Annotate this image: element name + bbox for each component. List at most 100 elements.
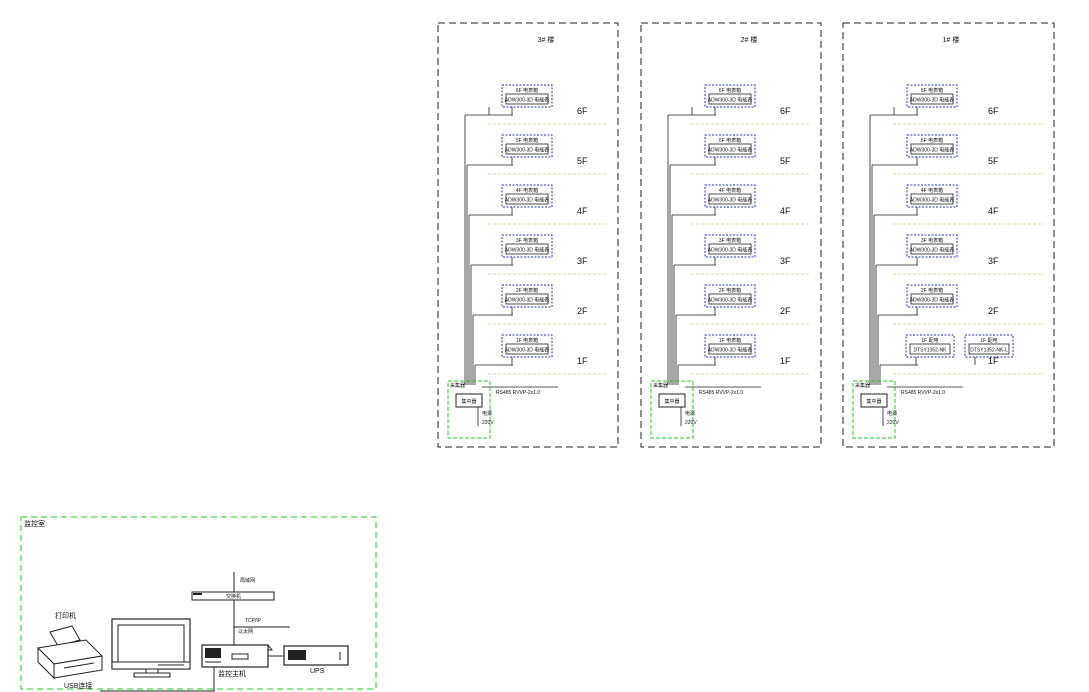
meter-head-label: 6F 电表箱 — [921, 87, 943, 94]
meter-head-label: 4F 电表箱 — [719, 187, 741, 194]
collector-tag: 采集器 — [855, 382, 870, 389]
meter-box — [501, 284, 553, 308]
meter-body — [910, 243, 954, 255]
collector-box — [860, 393, 888, 408]
meter-head-label: 6F 电表箱 — [719, 87, 741, 94]
collector-label: 集中器 — [664, 398, 679, 405]
control-room-title: 监控室 — [24, 519, 45, 528]
collector-box — [658, 393, 686, 408]
floor-label: 6F — [988, 106, 999, 116]
switch-icon — [191, 591, 275, 601]
meter-box — [704, 284, 756, 308]
collector-frame — [650, 380, 694, 439]
building-frame — [640, 22, 822, 448]
power-label: 电源 — [685, 410, 695, 417]
collector-tag: 采集器 — [450, 382, 465, 389]
meter-head-label: 1F 配电 — [980, 337, 997, 344]
meter-head-label: 2F 电表箱 — [719, 287, 741, 294]
ethernet-label: 以太网 — [238, 628, 253, 635]
meter-body — [708, 193, 752, 205]
meter-model-label: ADW300-3D 电能表 — [910, 247, 954, 254]
power-label: 电源 — [482, 410, 492, 417]
meter-body — [505, 193, 549, 205]
meter-box — [501, 234, 553, 258]
meter-model-label: ADW300-3D 电能表 — [708, 347, 752, 354]
power-voltage-label: 220V — [482, 420, 494, 426]
floor-label: 2F — [780, 306, 791, 316]
meter-head-label: 3F 电表箱 — [921, 237, 943, 244]
printer-label: 打印机 — [55, 611, 76, 620]
bus-label: RS485 RVVP-2x1.0 — [496, 390, 540, 396]
meter-box — [906, 184, 958, 208]
floor-label: 6F — [577, 106, 588, 116]
collector-tag: 采集器 — [653, 382, 668, 389]
meter-body — [910, 293, 954, 305]
meter-body — [708, 243, 752, 255]
meter-head-label: 6F 电表箱 — [516, 87, 538, 94]
control-room-panel: 监控室 打印机 USB连接 监控主机 — [20, 516, 377, 692]
floor-label: 4F — [988, 206, 999, 216]
meter-box — [704, 84, 756, 108]
floor-label: 3F — [988, 256, 999, 266]
ups-label: UPS — [310, 668, 325, 675]
meter-box — [704, 234, 756, 258]
meter-box — [906, 234, 958, 258]
floor-label: 1F — [577, 356, 588, 366]
host-computer-icon — [200, 644, 274, 668]
meter-body — [505, 243, 549, 255]
floor-label: 4F — [780, 206, 791, 216]
meter-model-label: ADW300-3D 电能表 — [505, 347, 549, 354]
meter-body — [505, 93, 549, 105]
floor-label: 4F — [577, 206, 588, 216]
building-frame — [842, 22, 1055, 448]
host-label: 监控主机 — [218, 669, 246, 678]
meter-model-label: DTSY1352-NK — [913, 348, 947, 354]
meter-body — [505, 143, 549, 155]
building-title: 2# 楼 — [741, 35, 758, 44]
floor-label: 6F — [780, 106, 791, 116]
meter-box — [906, 84, 958, 108]
meter-head-label: 4F 电表箱 — [921, 187, 943, 194]
meter-model-label: ADW300-3D 电能表 — [910, 147, 954, 154]
meter-box — [704, 334, 756, 358]
meter-model-label: ADW300-3D 电能表 — [708, 297, 752, 304]
bus-label: RS485 RVVP-2x1.0 — [699, 390, 743, 396]
meter-head-label: 3F 电表箱 — [516, 237, 538, 244]
floor-label: 1F — [988, 356, 999, 366]
meter-body — [910, 93, 954, 105]
power-voltage-label: 220V — [685, 420, 697, 426]
meter-model-label: ADW300-3D 电能表 — [910, 97, 954, 104]
meter-body — [708, 93, 752, 105]
meter-head-label: 5F 电表箱 — [921, 137, 943, 144]
collector-frame — [447, 380, 491, 439]
meter-head-label: 5F 电表箱 — [516, 137, 538, 144]
meter-model-label: ADW300-3D 电能表 — [505, 147, 549, 154]
meter-head-label: 5F 电表箱 — [719, 137, 741, 144]
meter-model-label: ADW300-3D 电能表 — [505, 197, 549, 204]
floor-label: 1F — [780, 356, 791, 366]
tcpip-label: TCP/IP — [245, 618, 262, 624]
usb-label: USB连接 — [64, 681, 92, 690]
floor-label: 5F — [988, 156, 999, 166]
meter-head-label: 1F 电表箱 — [516, 337, 538, 344]
meter-box — [501, 134, 553, 158]
meter-head-label: 1F 配电 — [921, 337, 938, 344]
meter-model-label: DTSY1352-NK-L — [970, 348, 1008, 354]
monitor-icon — [111, 618, 191, 678]
meter-box — [704, 184, 756, 208]
building-frame — [437, 22, 619, 448]
meter-box — [501, 334, 553, 358]
meter-body — [910, 193, 954, 205]
meter-model-label: ADW300-3D 电能表 — [708, 147, 752, 154]
meter-head-label: 2F 电表箱 — [921, 287, 943, 294]
meter-head-label: 1F 电表箱 — [719, 337, 741, 344]
collector-frame — [852, 380, 896, 439]
collector-box — [455, 393, 483, 408]
floor-label: 2F — [988, 306, 999, 316]
meter-head-label: 4F 电表箱 — [516, 187, 538, 194]
switch-label: 交换机 — [226, 593, 241, 600]
